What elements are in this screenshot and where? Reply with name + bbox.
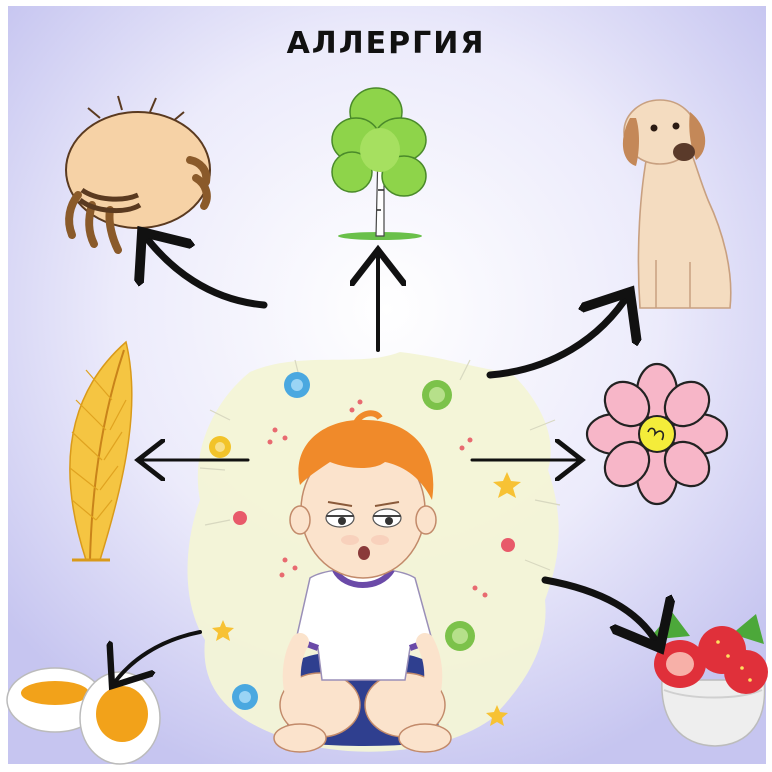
germ-red-left <box>233 511 247 525</box>
germ-green-top <box>422 380 452 410</box>
germ-blue-top <box>284 372 310 398</box>
germ-yellow-left <box>209 436 231 458</box>
germ-red-right <box>501 538 515 552</box>
germ-blue-bottom <box>232 684 258 710</box>
diagram-title: АЛЛЕРГИЯ <box>0 26 772 61</box>
germ-green-right <box>445 621 475 651</box>
